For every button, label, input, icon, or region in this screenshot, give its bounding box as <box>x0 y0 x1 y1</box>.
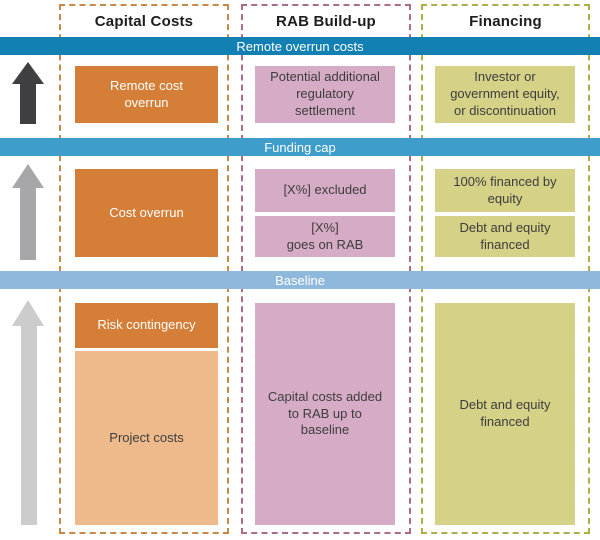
box-pct-excluded: [X%] excluded <box>255 169 395 212</box>
box-risk-contingency: Risk contingency <box>75 303 218 348</box>
box-potential-regulatory-settlement: Potential additional regulatory settleme… <box>255 66 395 123</box>
box-debt-and-equity-financed-mid: Debt and equity financed <box>435 216 575 257</box>
box-cost-overrun: Cost overrun <box>75 169 218 257</box>
box-project-costs: Project costs <box>75 351 218 525</box>
up-arrow-icon-dark <box>12 62 44 124</box>
box-pct-goes-on-rab: [X%] goes on RAB <box>255 216 395 257</box>
up-arrow-icon-light <box>12 300 44 525</box>
band-funding-cap: Funding cap <box>0 138 600 156</box>
column-title-rab-build-up: RAB Build-up <box>276 13 376 30</box>
band-baseline-label: Baseline <box>275 272 325 288</box>
box-investor-or-government-equity: Investor or government equity, or discon… <box>435 66 575 123</box>
up-arrow-icon-mid <box>12 164 44 260</box>
column-title-financing: Financing <box>469 13 542 30</box>
band-baseline: Baseline <box>0 271 600 289</box>
column-title-capital-costs: Capital Costs <box>94 13 194 30</box>
band-remote-overrun-costs-label: Remote overrun costs <box>236 38 364 54</box>
column-financing: Financing <box>421 4 590 534</box>
band-remote-overrun-costs: Remote overrun costs <box>0 37 600 55</box>
box-remote-cost-overrun: Remote cost overrun <box>75 66 218 123</box>
box-debt-and-equity-financed-bottom: Debt and equity financed <box>435 303 575 525</box>
box-100-financed-by-equity: 100% financed by equity <box>435 169 575 212</box>
column-capital-costs: Capital Costs <box>59 4 229 534</box>
box-capital-costs-added-to-rab: Capital costs added to RAB up to baselin… <box>255 303 395 525</box>
column-rab-build-up: RAB Build-up <box>241 4 411 534</box>
band-funding-cap-label: Funding cap <box>264 139 336 155</box>
